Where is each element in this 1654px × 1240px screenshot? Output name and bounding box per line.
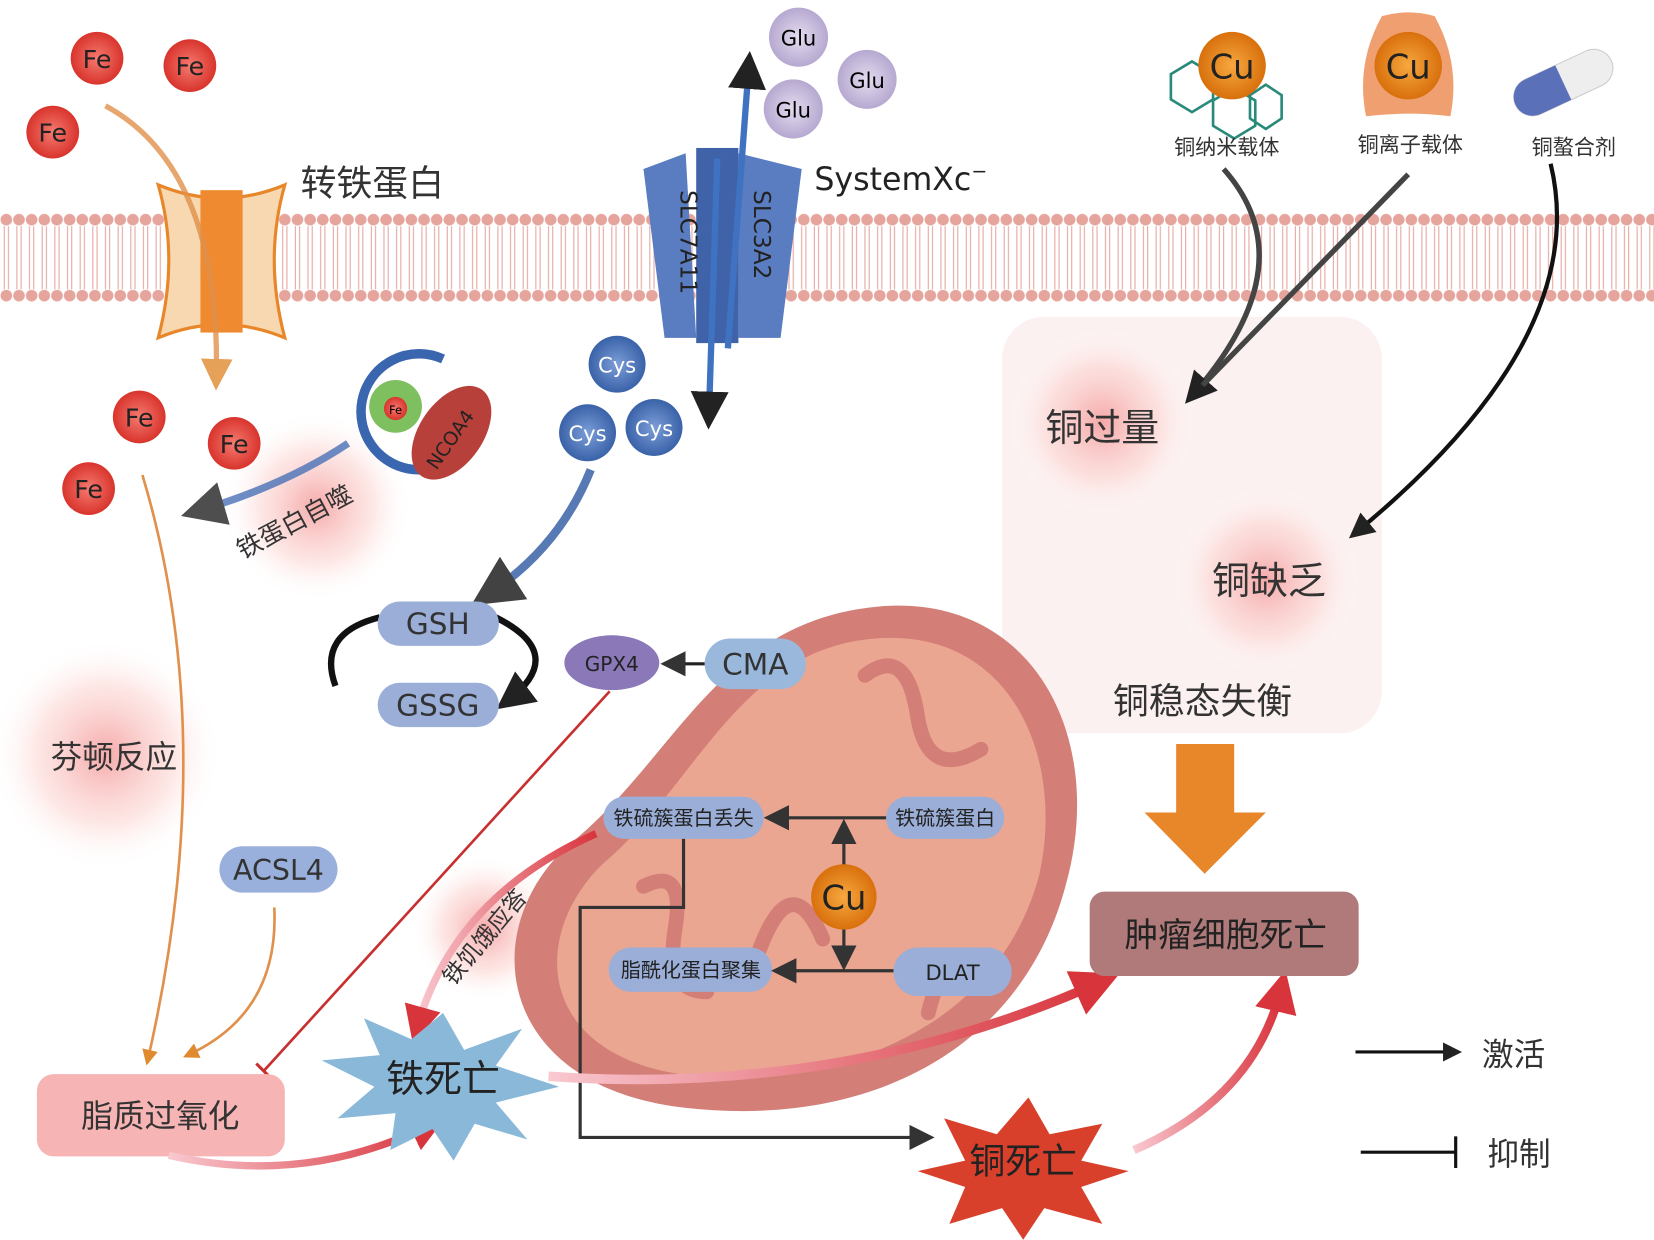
acsl4-node [219,846,338,893]
cys-label: Cys [635,416,673,441]
cu-label: Cu [821,879,866,918]
copper-overload-label: 铜过量 [1045,406,1159,450]
copper-deficiency-label: 铜缺乏 [1212,559,1326,603]
gpx4-label: GPX4 [585,652,639,676]
fes-loss-label: 铁硫簇蛋白丢失 [613,806,753,830]
lipid-peroxidation-label: 脂质过氧化 [81,1099,239,1135]
dlat-node [893,947,1012,997]
fe-label: Fe [83,45,112,74]
lipoylated-aggregation-label: 脂酰化蛋白聚集 [621,958,761,982]
acsl4-label: ACSL4 [233,854,324,887]
ferroptosis-label: 铁死亡 [386,1057,500,1101]
tumor-cell-death-node [1089,891,1359,977]
glu-label: Glu [781,26,817,51]
cuproptosis-label: 铜死亡 [969,1141,1077,1182]
cma-node [704,638,806,690]
transferrin-label: 转铁蛋白 [301,163,444,204]
gssg-node [377,682,499,728]
copper-nanocarrier-label: 铜纳米载体 [1174,134,1279,159]
copper-chelator-label: 铜螯合剂 [1532,134,1616,159]
transferrin-channel [155,182,288,341]
systemxc-label: SystemXc− [814,160,987,198]
gsh-label: GSH [406,607,470,641]
slc7a11-label: SLC7A11 [674,190,701,294]
cma-label: CMA [722,647,788,681]
glu-label: Glu [849,68,885,93]
fes-protein-label: 铁硫簇蛋白 [895,806,995,830]
glu-label: Glu [775,97,811,122]
cys-label: Cys [598,353,636,378]
glu-molecules: Glu Glu Glu [763,7,897,139]
cys-label: Cys [568,421,606,446]
dlat-label: DLAT [925,960,979,985]
copper-ionophore-icon: Cu [1363,12,1454,117]
fe-ions: Fe Fe Fe Fe Fe Fe [26,31,261,516]
fes-protein-node [886,796,1005,839]
copper-ionophore-label: 铜离子载体 [1358,132,1463,157]
fe-label: Fe [38,119,67,148]
fes-loss-node [603,796,764,839]
cu-ion [811,864,877,930]
big-down-arrow-icon [1144,743,1266,874]
cu-label: Cu [1210,47,1255,86]
cuproptosis-burst [917,1097,1129,1240]
fenton-reaction-label: 芬顿反应 [51,740,178,776]
fe-label: Fe [176,52,205,81]
legend-inhibit-label: 抑制 [1487,1137,1550,1173]
ncoa4-shape [411,385,492,480]
systemxc-transporter [643,50,802,430]
fe-label: Fe [125,403,154,432]
gpx4-node [564,635,660,691]
gssg-label: GSSG [396,688,479,722]
slc3a2-label: SLC3A2 [748,190,775,279]
copper-nanocarrier-icon: Cu [1169,31,1283,141]
ferroptosis-burst [321,1012,560,1161]
copper-chelator-pill-icon [1513,48,1614,117]
lipoylated-aggregation-node [608,947,773,992]
legend-activate-label: 激活 [1482,1038,1545,1074]
cys-molecules: Cys Cys Cys [559,335,683,462]
copper-imbalance-label: 铜稳态失衡 [1113,681,1292,722]
lipid-peroxidation-node [36,1074,285,1157]
fe-label: Fe [74,475,103,504]
legend: 激活 抑制 [1355,1038,1551,1173]
cu-label: Cu [1386,47,1431,86]
tumor-cell-death-label: 肿瘤细胞死亡 [1124,915,1327,954]
fe-label: Fe [220,430,249,459]
gsh-node [377,601,499,646]
fe-small-label: Fe [389,403,402,417]
